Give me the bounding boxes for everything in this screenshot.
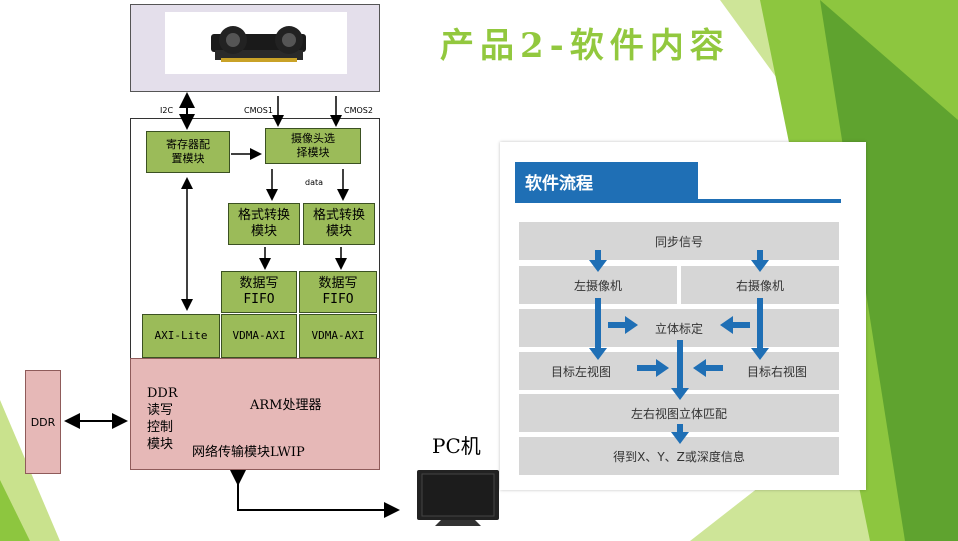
format-convert-module-1: 格式转换 模块 — [228, 203, 300, 245]
flow-header: 软件流程 — [515, 162, 698, 200]
vdma-axi-1: VDMA-AXI — [221, 314, 297, 358]
camera-select-module: 摄像头选 择模块 — [265, 128, 361, 164]
flow-sync-signal: 同步信号 — [519, 222, 839, 260]
register-config-module: 寄存器配 置模块 — [146, 131, 230, 173]
flow-left-camera: 左摄像机 — [519, 266, 677, 304]
flow-header-rule — [515, 199, 841, 203]
monitor-icon — [417, 470, 499, 526]
fifo-write-2: 数据写 FIFO — [299, 271, 377, 313]
flow-right-view: 目标右视图 — [746, 364, 807, 379]
label-cmos1: CMOS1 — [244, 106, 273, 115]
label-i2c: I2C — [160, 106, 174, 115]
label-data: data — [305, 178, 324, 187]
fifo-write-1: 数据写 FIFO — [221, 271, 297, 313]
axi-lite-block: AXI-Lite — [142, 314, 220, 358]
ddr-rw-control: DDR 读写 控制 模块 — [147, 386, 178, 452]
format-convert-module-2: 格式转换 模块 — [303, 203, 375, 245]
camera-image-area — [165, 12, 347, 74]
flow-left-view: 目标左视图 — [551, 364, 612, 379]
lwip-network-module: 网络传输模块LWIP — [192, 445, 305, 460]
processing-system — [130, 358, 380, 470]
label-cmos2: CMOS2 — [344, 106, 373, 115]
vdma-axi-2: VDMA-AXI — [299, 314, 377, 358]
pc-label: PC机 — [432, 434, 481, 458]
ddr-memory: DDR — [25, 370, 61, 474]
green-stripe-right-3 — [820, 0, 958, 541]
arm-processor: ARM处理器 — [250, 398, 322, 413]
flow-right-camera: 右摄像机 — [681, 266, 839, 304]
stereo-camera-icon — [211, 26, 306, 62]
flow-result: 得到X、Y、Z或深度信息 — [519, 437, 839, 475]
slide-title: 产品2-软件内容 — [440, 26, 730, 66]
